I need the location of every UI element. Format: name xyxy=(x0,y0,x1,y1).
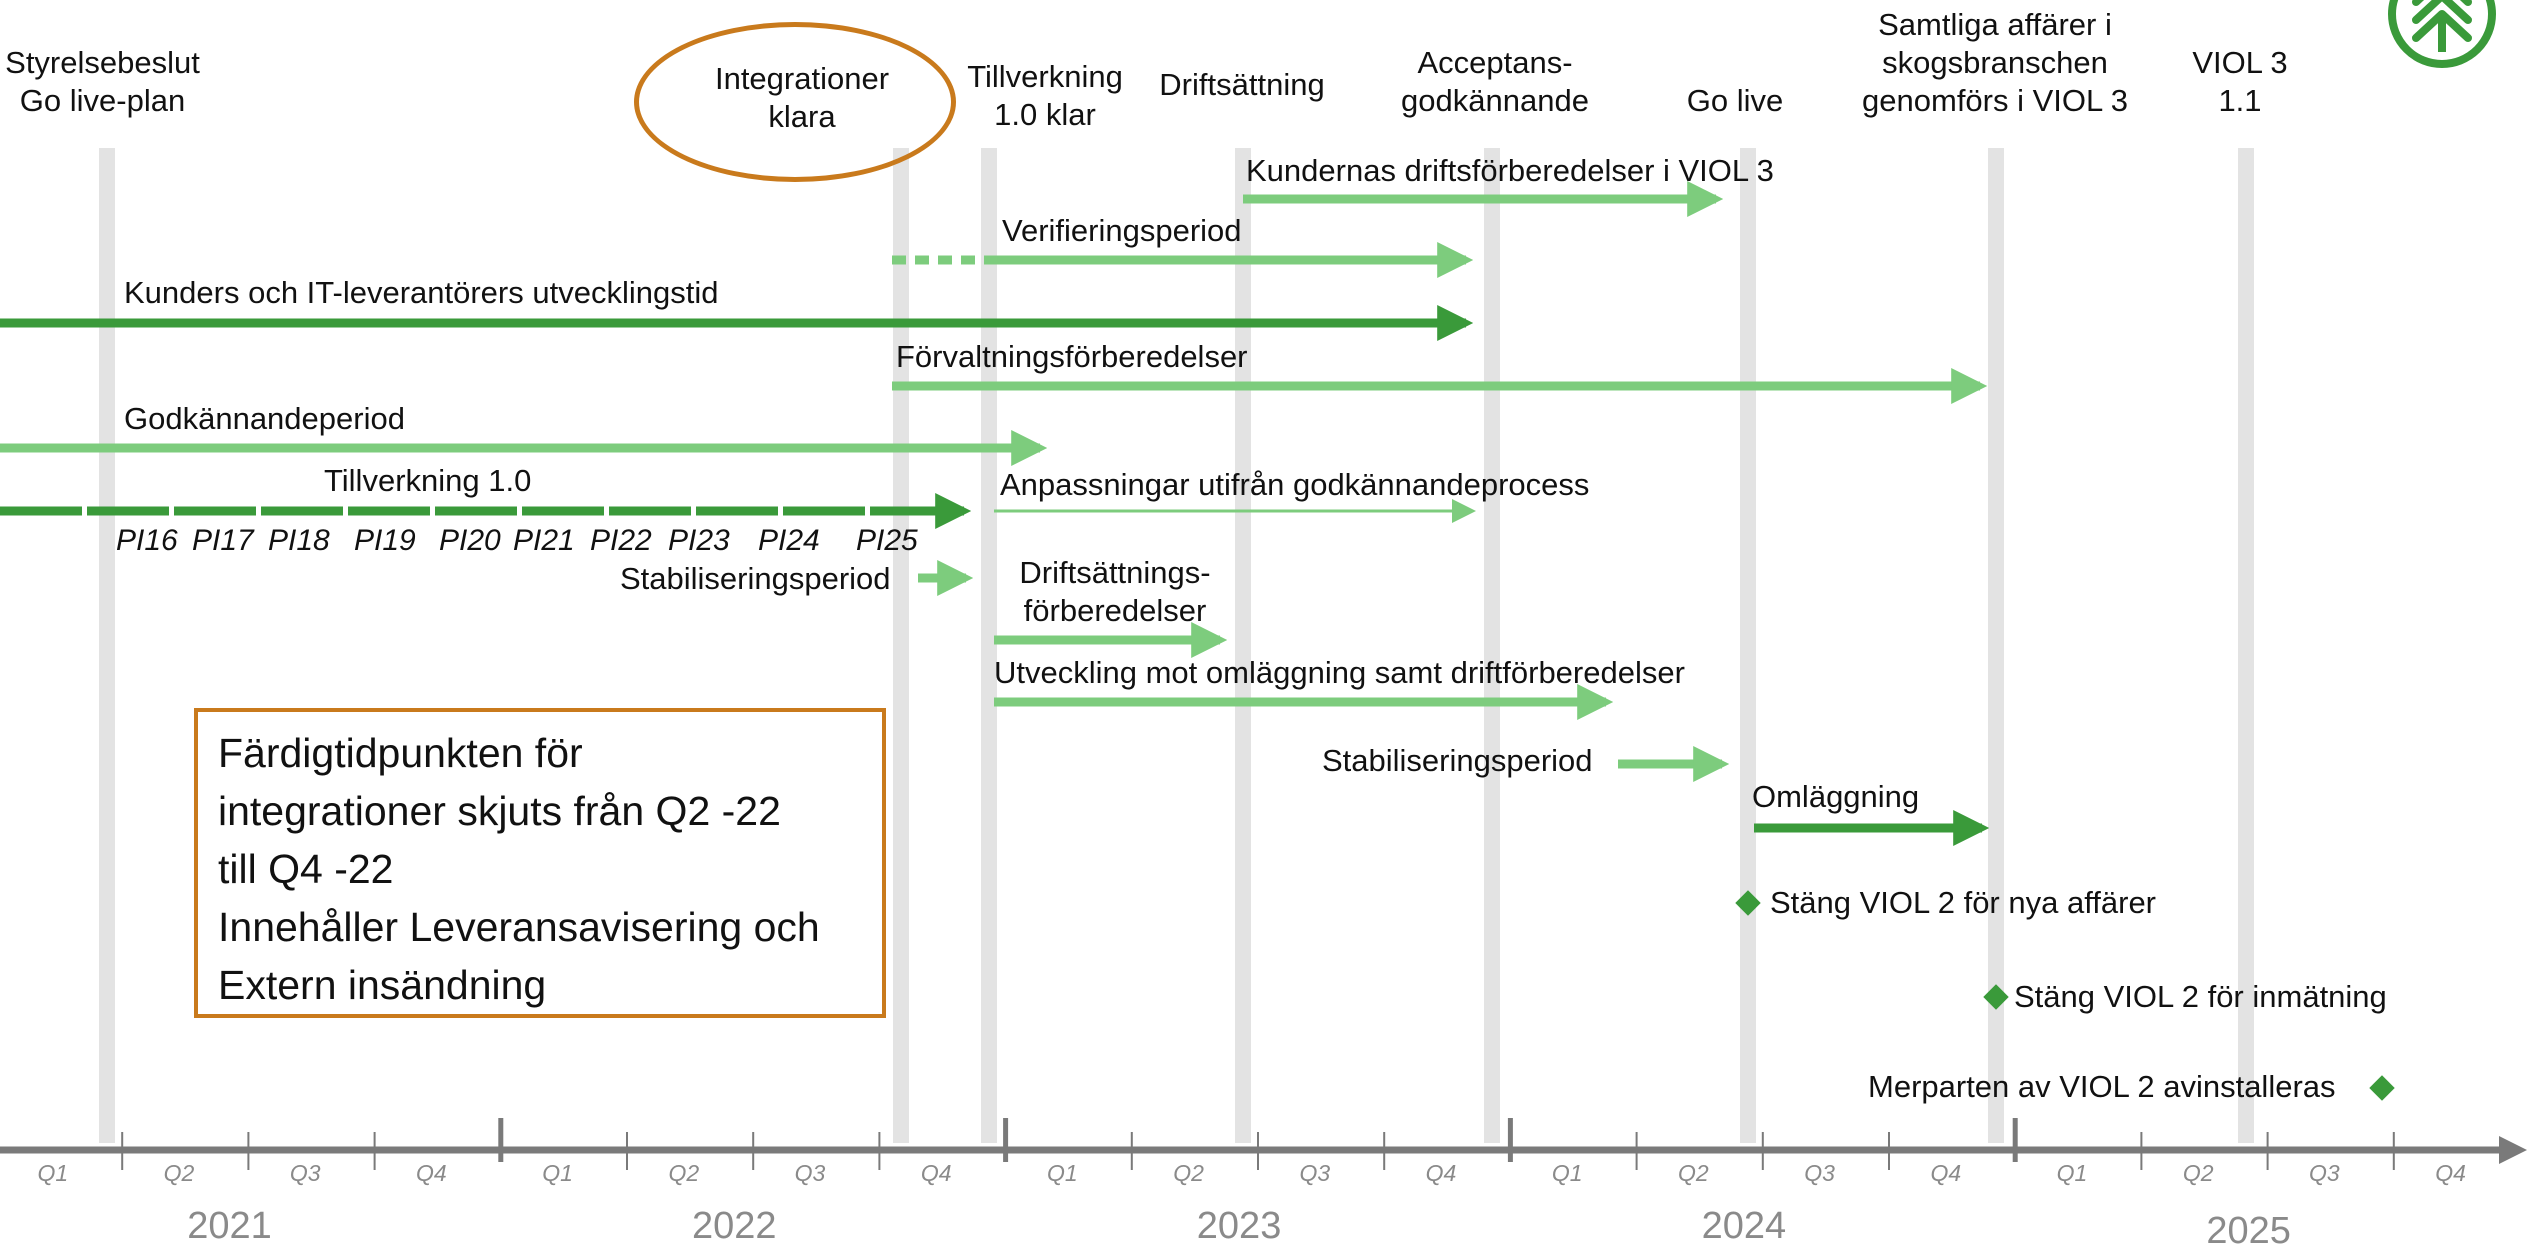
quarter-label: Q4 xyxy=(920,1160,952,1186)
label-merparten: Merparten av VIOL 2 avinstalleras xyxy=(1868,1069,2336,1104)
guide-viol31 xyxy=(2238,148,2254,1143)
label-stang-nya: Stäng VIOL 2 för nya affärer xyxy=(1770,885,2157,920)
quarter-label: Q1 xyxy=(37,1160,69,1186)
guide-acceptans xyxy=(1484,148,1500,1143)
quarter-label: Q1 xyxy=(1551,1160,1583,1186)
note-line: till Q4 -22 xyxy=(218,846,394,892)
label-verifiering: Verifieringsperiod xyxy=(1002,213,1242,248)
pi-label: PI18 xyxy=(268,524,330,557)
diamond-stang-nya xyxy=(1735,890,1761,916)
highlight-oval xyxy=(634,22,956,182)
label-omlaggning: Omläggning xyxy=(1752,779,1920,814)
quarter-label: Q4 xyxy=(1425,1160,1457,1186)
quarter-label: Q4 xyxy=(416,1160,447,1186)
quarter-ticks xyxy=(121,1118,2395,1170)
milestone-acceptans: Acceptans- godkännande xyxy=(1401,45,1589,118)
diamond-merparten xyxy=(2369,1075,2395,1101)
quarter-label: Q3 xyxy=(1804,1160,1835,1186)
label-utveckling-omlaggning: Utveckling mot omläggning samt driftförb… xyxy=(994,655,1685,690)
quarter-label: Q2 xyxy=(1678,1160,1709,1186)
pi-label: PI16 xyxy=(116,524,178,557)
milestone-guides xyxy=(99,148,2254,1143)
label-stang-inmatning: Stäng VIOL 2 för inmätning xyxy=(2014,979,2387,1014)
pi-label: PI24 xyxy=(758,524,820,557)
quarter-label: Q2 xyxy=(668,1160,700,1186)
pi-label: PI17 xyxy=(192,524,254,557)
diamond-stang-inmatning xyxy=(1983,984,2009,1010)
quarter-label: Q3 xyxy=(1299,1160,1331,1186)
guide-driftsattning xyxy=(1235,148,1251,1143)
pi-label: PI19 xyxy=(354,524,416,557)
guide-integrationer xyxy=(893,148,909,1143)
quarter-label: Q3 xyxy=(794,1160,826,1186)
quarter-label: Q1 xyxy=(2056,1160,2088,1186)
note-line: Extern insändning xyxy=(218,962,547,1008)
quarter-label: Q1 xyxy=(542,1160,573,1186)
milestone-viol31: VIOL 3 1.1 xyxy=(2192,45,2288,118)
label-anpassningar: Anpassningar utifrån godkännandeprocess xyxy=(1000,467,1590,502)
label-forvaltning: Förvaltningsförberedelser xyxy=(896,339,1248,374)
milestone-styrelsebeslut: Styrelsebeslut Go live-plan xyxy=(5,45,200,118)
time-axis xyxy=(0,1118,2527,1170)
guide-golive xyxy=(1740,148,1756,1143)
milestone-integrationer: Integrationer klara xyxy=(714,61,890,134)
pi-label: PI23 xyxy=(668,524,730,557)
milestone-driftsattning: Driftsättning xyxy=(1159,67,1325,102)
milestone-samtliga: Samtliga affärer i skogsbranschen genomf… xyxy=(1862,7,2128,118)
quarter-label: Q2 xyxy=(163,1160,195,1186)
activity-arrows xyxy=(0,181,1990,846)
milestone-tillverkning-klar: Tillverkning 1.0 klar xyxy=(967,59,1123,132)
pi-label: PI25 xyxy=(856,524,918,557)
guide-tillverkning xyxy=(981,148,997,1143)
year-label: 2024 xyxy=(1701,1205,1787,1247)
quarter-label: Q2 xyxy=(1173,1160,1204,1186)
year-label: 2025 xyxy=(2206,1210,2291,1252)
note-line: Innehåller Leveransavisering och xyxy=(218,904,820,950)
pi-label: PI20 xyxy=(439,524,501,557)
label-godkannande: Godkännandeperiod xyxy=(124,401,405,436)
note-box: Färdigtidpunkten för integrationer skjut… xyxy=(194,708,886,1018)
label-stab2: Stabiliseringsperiod xyxy=(1322,743,1593,778)
year-label: 2022 xyxy=(691,1205,777,1247)
note-line: Färdigtidpunkten för xyxy=(218,730,583,776)
label-driftsattning-forb: Driftsättnings- förberedelser xyxy=(1019,555,1211,628)
quarter-label: Q1 xyxy=(1047,1160,1078,1186)
quarter-label: Q4 xyxy=(2435,1160,2466,1186)
pi-label: PI21 xyxy=(513,524,575,557)
label-tillverkning: Tillverkning 1.0 xyxy=(324,463,532,498)
milestone-golive: Go live xyxy=(1686,83,1784,118)
quarter-label: Q3 xyxy=(2309,1160,2340,1186)
label-utvecklingstid: Kunders och IT-leverantörers utvecklings… xyxy=(124,275,719,310)
note-line: integrationer skjuts från Q2 -22 xyxy=(218,788,781,834)
year-label: 2023 xyxy=(1196,1205,1282,1247)
quarter-label: Q4 xyxy=(1930,1160,1962,1186)
label-stab1: Stabiliseringsperiod xyxy=(620,561,891,596)
guide-samtliga xyxy=(1988,148,2004,1143)
quarter-label: Q2 xyxy=(2182,1160,2214,1186)
label-kundernas: Kundernas driftsförberedelser i VIOL 3 xyxy=(1246,153,1774,188)
quarter-label: Q3 xyxy=(289,1160,321,1186)
guide-styrelsebeslut xyxy=(99,148,115,1143)
pi-label: PI22 xyxy=(590,524,652,557)
tree-logo-icon xyxy=(2388,0,2496,68)
year-label: 2021 xyxy=(187,1205,272,1247)
